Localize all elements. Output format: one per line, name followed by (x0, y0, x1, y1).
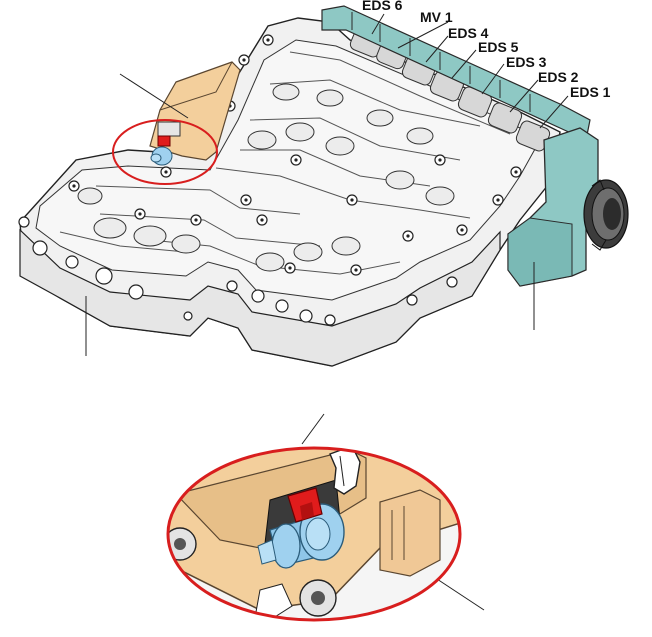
label-eds1: EDS 1 (570, 84, 611, 100)
highlight-ring-zoom (166, 446, 462, 622)
housing-spool-bores (77, 83, 455, 272)
valve-body-housing (18, 17, 561, 367)
red-clip-small (157, 135, 171, 147)
label-mv1: MV 1 (420, 9, 453, 25)
zoom-right-wall (379, 489, 441, 577)
zoom-blue-valve (257, 503, 345, 569)
teal-strip-ribs (351, 12, 531, 112)
zoom-bolt-bottom (299, 579, 337, 617)
clip-bracket-small (157, 121, 181, 137)
solenoid-labels: EDS 6 MV 1 EDS 4 EDS 5 EDS 3 EDS 2 EDS 1 (362, 0, 611, 100)
highlight-ring-small (112, 119, 218, 185)
zoom-white-lug (255, 583, 293, 620)
label-eds4: EDS 4 (448, 25, 489, 41)
blue-valve-small-inner (150, 153, 162, 163)
label-eds5: EDS 5 (478, 39, 519, 55)
zoom-detail (166, 446, 462, 622)
label-eds2: EDS 2 (538, 69, 579, 85)
label-eds3: EDS 3 (506, 54, 547, 70)
round-plug (583, 179, 629, 251)
housing-front-plate (19, 228, 501, 367)
zoom-red-clip (287, 487, 323, 523)
solenoid-eds2 (487, 102, 523, 134)
teal-connector-face (507, 217, 573, 287)
highlight-detail-small (150, 121, 181, 166)
housing-front-holes (32, 240, 458, 326)
tan-cover-edge (159, 61, 233, 111)
label-eds6: EDS 6 (362, 0, 403, 13)
